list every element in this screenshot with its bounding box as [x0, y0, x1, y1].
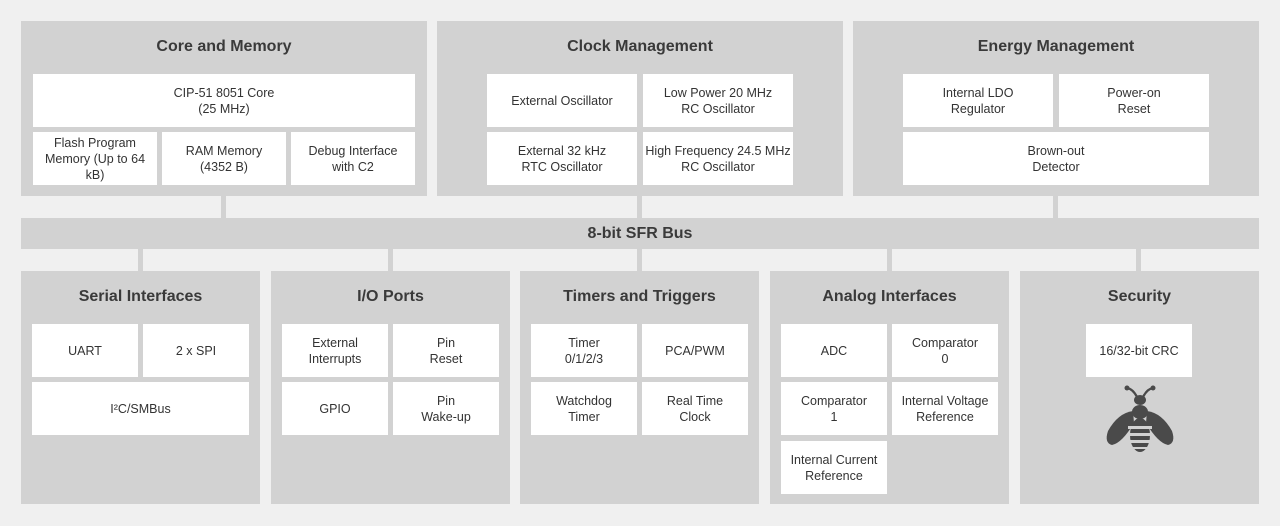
high-frequency-oscillator-block: High Frequency 24.5 MHz RC Oscillator [643, 132, 793, 185]
brown-out-detector-block: Brown-out Detector [903, 132, 1209, 185]
i2c-smbus-block: I²C/SMBus [32, 382, 249, 435]
voltage-reference-block: Internal Voltage Reference [892, 382, 998, 435]
watchdog-timer-block: Watchdog Timer [531, 382, 637, 435]
ldo-regulator-block: Internal LDO Regulator [903, 74, 1053, 127]
current-reference-block: Internal Current Reference [781, 441, 887, 494]
security-bus-connector [1136, 249, 1141, 271]
external-oscillator-block: External Oscillator [487, 74, 637, 127]
power-on-reset-block: Power-on Reset [1059, 74, 1209, 127]
serial-interfaces-panel: Serial Interfaces UART 2 x SPI I²C/SMBus [21, 271, 260, 504]
debug-interface-block: Debug Interface with C2 [291, 132, 415, 185]
clock-bus-connector [637, 196, 642, 218]
timers-triggers-panel: Timers and Triggers Timer 0/1/2/3 PCA/PW… [520, 271, 759, 504]
clock-management-title: Clock Management [567, 38, 713, 55]
sfr-bus: 8-bit SFR Bus [21, 218, 1259, 249]
spi-block: 2 x SPI [143, 324, 249, 377]
external-interrupts-block: External Interrupts [282, 324, 388, 377]
core-memory-panel: Core and Memory CIP-51 8051 Core (25 MHz… [21, 21, 427, 196]
adc-block: ADC [781, 324, 887, 377]
external-32khz-oscillator-block: External 32 kHz RTC Oscillator [487, 132, 637, 185]
pca-pwm-block: PCA/PWM [642, 324, 748, 377]
energy-management-title: Energy Management [977, 38, 1135, 55]
core-memory-title: Core and Memory [156, 38, 292, 55]
flash-memory-block: Flash Program Memory (Up to 64 kB) [33, 132, 157, 185]
clock-management-panel: Clock Management External Oscillator Low… [437, 21, 843, 196]
timers-bus-connector [637, 249, 642, 271]
pin-wakeup-block: Pin Wake-up [393, 382, 499, 435]
energy-management-panel: Energy Management Internal LDO Regulator… [853, 21, 1259, 196]
serial-interfaces-title: Serial Interfaces [78, 288, 203, 305]
real-time-clock-block: Real Time Clock [642, 382, 748, 435]
cpu-core-block: CIP-51 8051 Core (25 MHz) [33, 74, 415, 127]
io-bus-connector [388, 249, 393, 271]
security-title: Security [1107, 288, 1172, 305]
io-ports-panel: I/O Ports External Interrupts Pin Reset … [271, 271, 510, 504]
security-panel: Security 16/32-bit CRC [1020, 271, 1259, 504]
gpio-block: GPIO [282, 382, 388, 435]
ram-memory-block: RAM Memory (4352 B) [162, 132, 286, 185]
analog-interfaces-panel: Analog Interfaces ADC Comparator 0 Compa… [770, 271, 1009, 504]
analog-bus-connector [887, 249, 892, 271]
timer-block: Timer 0/1/2/3 [531, 324, 637, 377]
uart-block: UART [32, 324, 138, 377]
low-power-oscillator-block: Low Power 20 MHz RC Oscillator [643, 74, 793, 127]
serial-bus-connector [138, 249, 143, 271]
energy-bus-connector [1053, 196, 1058, 218]
io-ports-title: I/O Ports [357, 288, 424, 305]
core-bus-connector [221, 196, 226, 218]
comparator-1-block: Comparator 1 [781, 382, 887, 435]
timers-triggers-title: Timers and Triggers [563, 288, 716, 305]
crc-block: 16/32-bit CRC [1086, 324, 1192, 377]
comparator-0-block: Comparator 0 [892, 324, 998, 377]
pin-reset-block: Pin Reset [393, 324, 499, 377]
analog-interfaces-title: Analog Interfaces [822, 288, 957, 305]
bee-icon [1106, 385, 1174, 452]
